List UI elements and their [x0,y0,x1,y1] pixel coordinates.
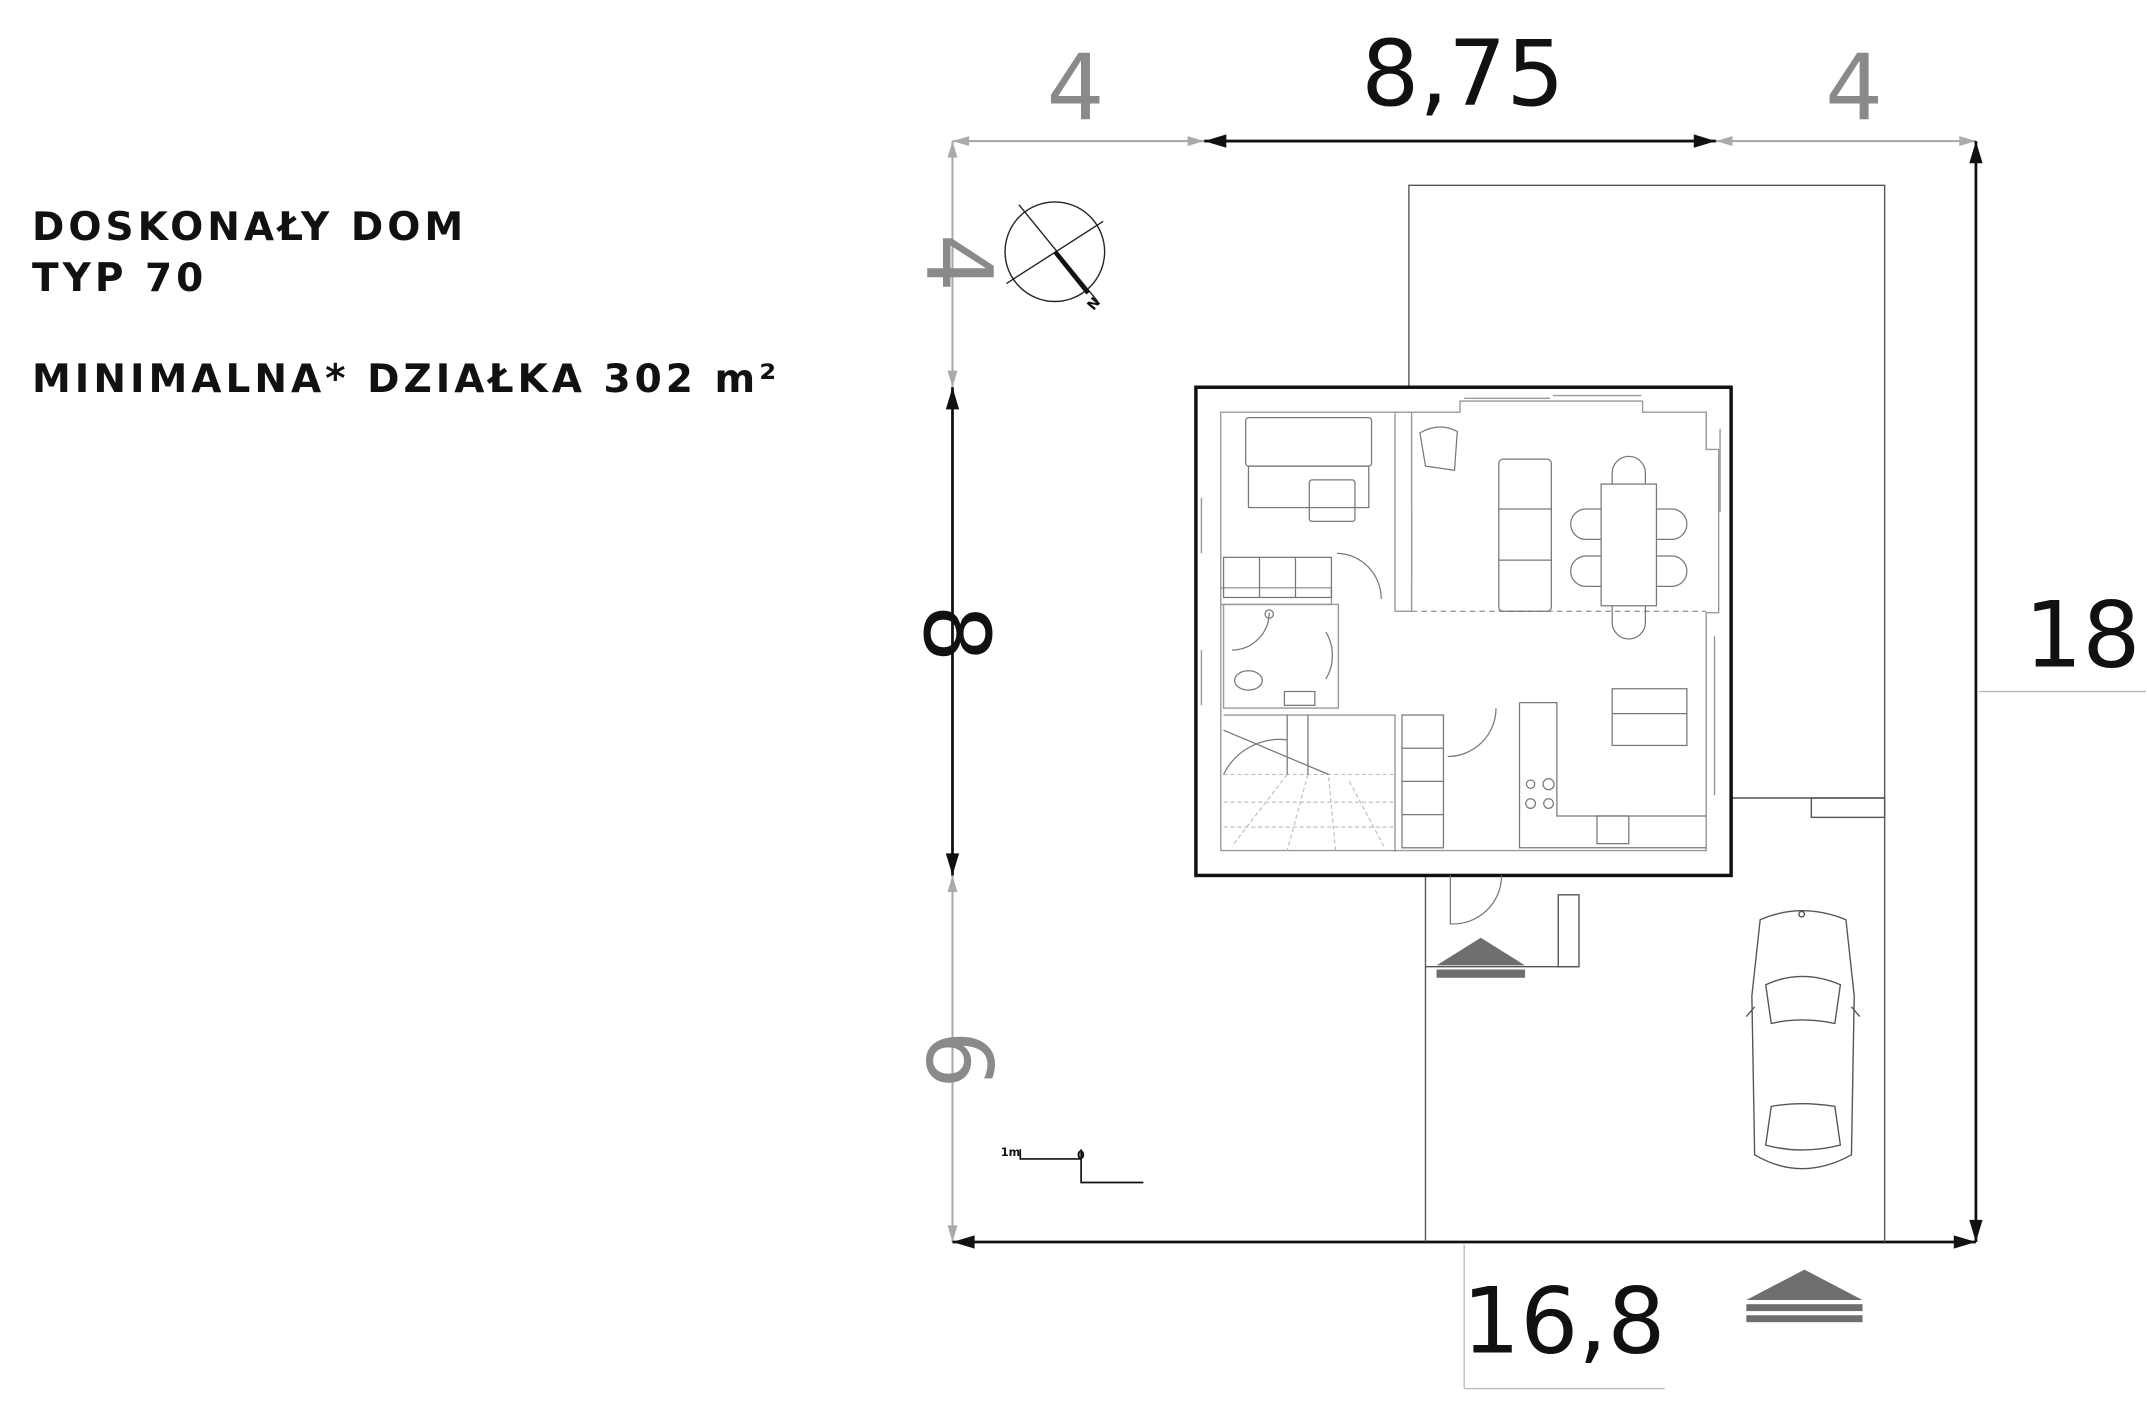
scale-bar [1019,1149,1144,1184]
dim-top-center: 8,75 [1361,20,1564,127]
minimum-plot-size: MINIMALNA* DZIAŁKA 302 m² [32,357,781,402]
dim-top-right: 4 [1825,34,1883,141]
driveway-outline [1408,184,1886,1242]
dim-right: 18 [2024,582,2140,689]
house-floor-plan [1194,385,1733,925]
dim-top-left: 4 [1047,34,1105,141]
compass-icon: N [1004,201,1106,314]
scale-bar-left-label: 1m [1001,1146,1020,1159]
entrance-arrow-icon [1436,937,1526,978]
dimension-lines [945,134,2147,1390]
house-type: TYP 70 [32,256,208,301]
house-name: DOSKONAŁY DOM [32,205,468,250]
compass-north-label: N [1084,295,1104,314]
car-icon [1745,910,1861,1170]
dim-left-bottom: 6 [906,1030,1013,1088]
dim-left-top: 4 [906,234,1013,292]
scale-bar-right-label: 0 [1077,1149,1085,1162]
dim-bottom: 16,8 [1462,1268,1665,1375]
gate-entrance-arrow-icon [1746,1269,1863,1323]
dim-left-center: 8 [903,604,1010,662]
